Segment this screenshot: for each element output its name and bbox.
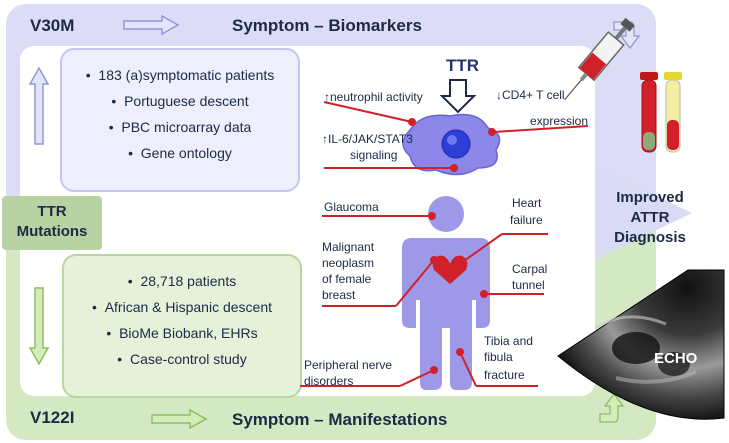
v122i-item: • African & Hispanic descent <box>92 299 272 315</box>
right-arrow-icon <box>123 14 180 36</box>
il6-label-line1: ↑IL-6/JAK/STAT3 <box>322 132 413 146</box>
echo-label: ECHO <box>654 350 698 367</box>
il6-label-line2: signaling <box>350 148 398 162</box>
biomarkers-title: Symptom – Biomarkers <box>232 16 422 35</box>
v122i-item: • 28,718 patients <box>127 273 237 289</box>
v30m-item: • Portuguese descent <box>111 93 249 109</box>
ttr-label: TTR <box>446 56 480 75</box>
neoplasm-line2: neoplasm <box>322 256 375 270</box>
tibia-line3: fracture <box>484 368 525 382</box>
human-figure-illustration <box>300 196 548 390</box>
v122i-study-box: • 28,718 patients • African & Hispanic d… <box>62 254 302 398</box>
up-arrow-icon <box>28 66 50 145</box>
improved-diagnosis-label: Improved ATTR Diagnosis <box>600 188 700 248</box>
heart-failure-line1: Heart <box>512 196 542 210</box>
syringe-icon <box>564 17 635 101</box>
head-icon <box>428 196 464 232</box>
v30m-study-box: • 183 (a)symptomatic patients • Portugue… <box>60 48 300 192</box>
heart-icon <box>432 255 468 284</box>
peripheral-line2: disorders <box>304 374 354 388</box>
ttr-mutations-label: TTR Mutations <box>2 196 102 250</box>
neoplasm-line1: Malignant <box>322 240 375 254</box>
right-arrow-icon <box>151 408 208 430</box>
neutrophil-label: ↑neutrophil activity <box>324 90 423 104</box>
body-icon <box>402 238 490 390</box>
biomarker-illustration <box>323 79 589 176</box>
curved-arrow-up-icon <box>599 392 625 423</box>
variant-v122i-label: V122I <box>30 408 75 427</box>
manifestations-title: Symptom – Manifestations <box>232 410 448 429</box>
improved-line3: Diagnosis <box>614 229 686 246</box>
nucleus-icon <box>441 129 471 159</box>
tibia-line2: fibula <box>484 350 513 364</box>
v30m-item: • 183 (a)symptomatic patients <box>85 67 275 83</box>
improved-line1: Improved <box>616 189 684 206</box>
peripheral-line1: Peripheral nerve <box>304 358 393 372</box>
carpal-line1: Carpal <box>512 262 548 276</box>
v30m-item: • Gene ontology <box>128 145 232 161</box>
ttr-mutations-line1: TTR <box>37 203 67 220</box>
ttr-mutations-line2: Mutations <box>16 223 88 240</box>
down-arrow-icon <box>28 287 50 366</box>
glaucoma-label: Glaucoma <box>324 200 379 214</box>
improved-line2: ATTR <box>630 209 670 226</box>
v30m-item: • PBC microarray data <box>108 119 252 135</box>
v122i-item: • BioMe Biobank, EHRs <box>106 325 258 341</box>
curved-arrow-down-icon <box>613 21 641 50</box>
down-arrow-icon <box>439 79 477 114</box>
neoplasm-line4: breast <box>322 288 356 302</box>
neoplasm-line3: of female <box>322 272 372 286</box>
v122i-item: • Case-control study <box>117 351 247 367</box>
tibia-line1: Tibia and <box>484 334 533 348</box>
heart-failure-line2: failure <box>510 213 543 227</box>
variant-v30m-label: V30M <box>30 16 75 35</box>
cd4-label-line1: ↓CD4+ T cell <box>496 88 565 102</box>
cd4-label-line2: expression <box>530 114 589 128</box>
echocardiogram-image <box>557 269 725 420</box>
carpal-line2: tunnel <box>512 278 545 292</box>
blood-tubes-icon <box>640 72 682 153</box>
